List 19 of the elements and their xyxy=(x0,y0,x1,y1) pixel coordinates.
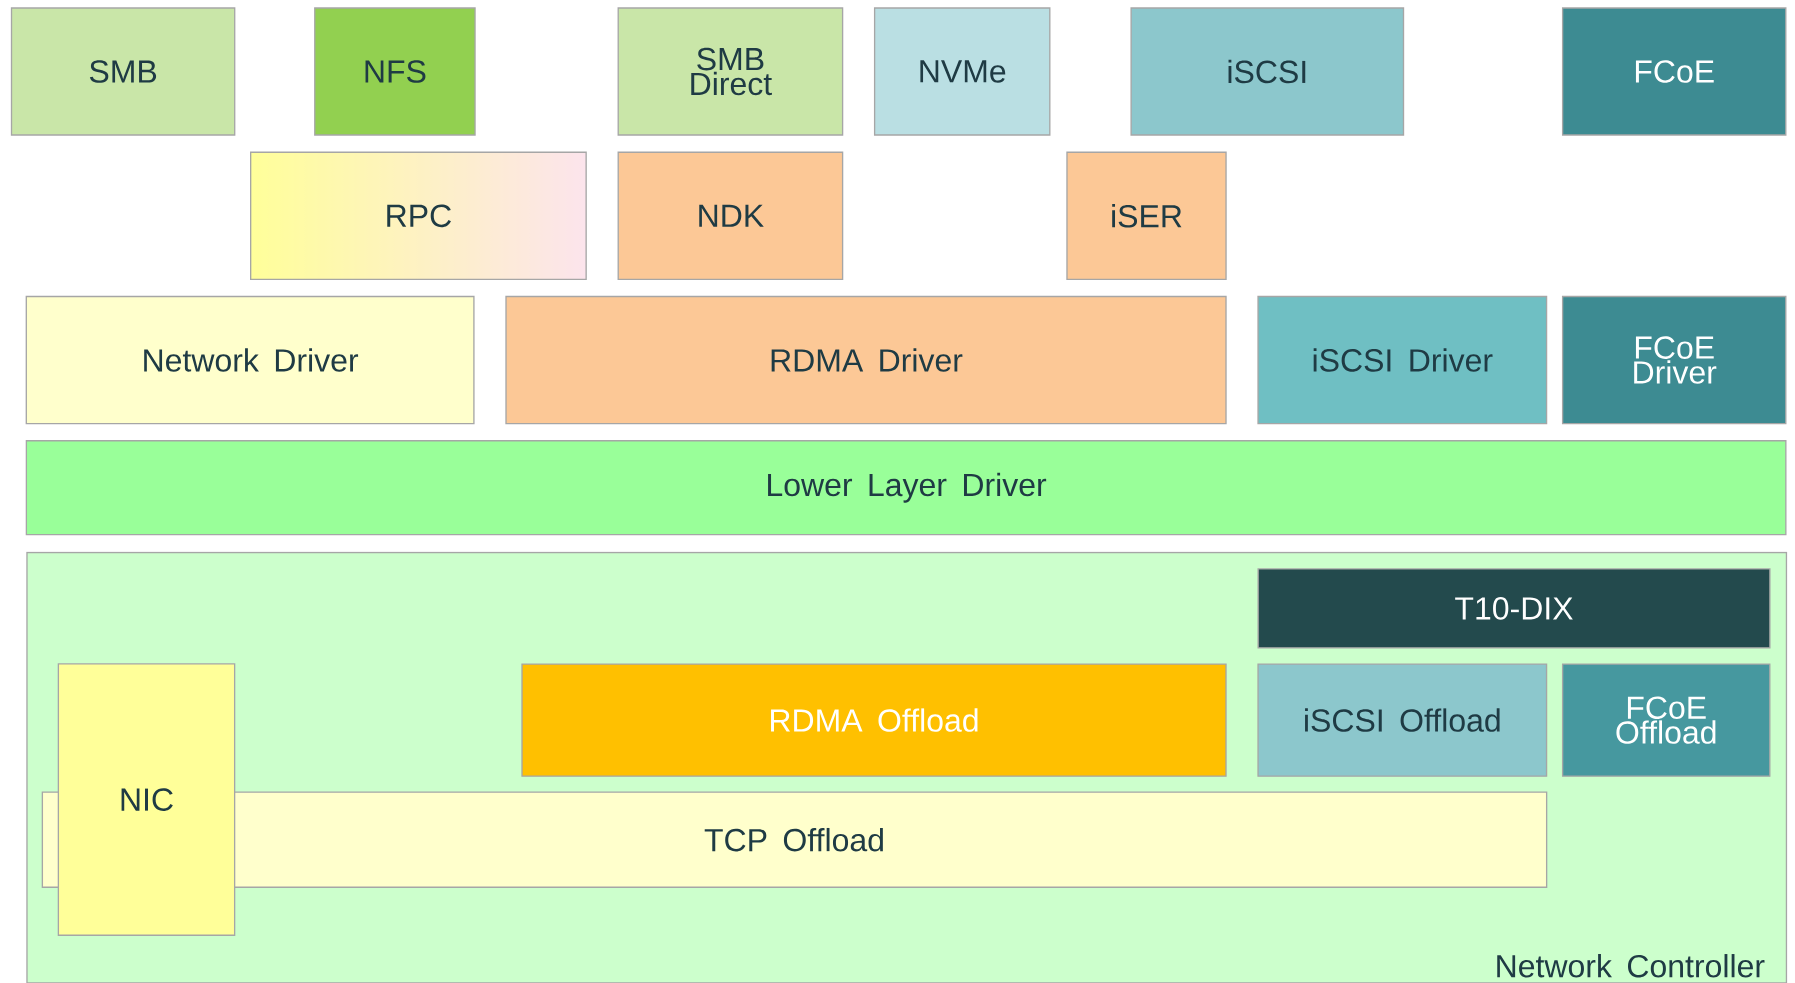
layer-box: Lower Layer Driver xyxy=(25,440,1787,536)
layer-box: FCoE xyxy=(1561,7,1787,136)
layer-box: Network Driver xyxy=(25,295,475,425)
layer-box: iSCSI Offload xyxy=(1257,663,1548,777)
layer-box: RDMA Offload xyxy=(521,663,1227,777)
layer-box: iSCSI Driver xyxy=(1257,295,1548,425)
layer-box: FCoE Offload xyxy=(1561,663,1771,777)
layer-box: iSER xyxy=(1066,151,1227,280)
layer-box: NVMe xyxy=(873,7,1051,136)
layer-box: RPC xyxy=(250,151,587,280)
layer-box: SMB xyxy=(10,7,236,136)
layer-box: NFS xyxy=(314,7,476,136)
layer-box: NIC xyxy=(57,663,236,936)
layer-box: T10-DIX xyxy=(1257,568,1771,649)
layer-box: SMB Direct xyxy=(617,7,844,136)
layer-box: iSCSI xyxy=(1130,7,1405,136)
layer-box: FCoE Driver xyxy=(1561,295,1787,425)
layer-box: RDMA Driver xyxy=(505,295,1227,425)
layer-box: NDK xyxy=(617,151,844,280)
